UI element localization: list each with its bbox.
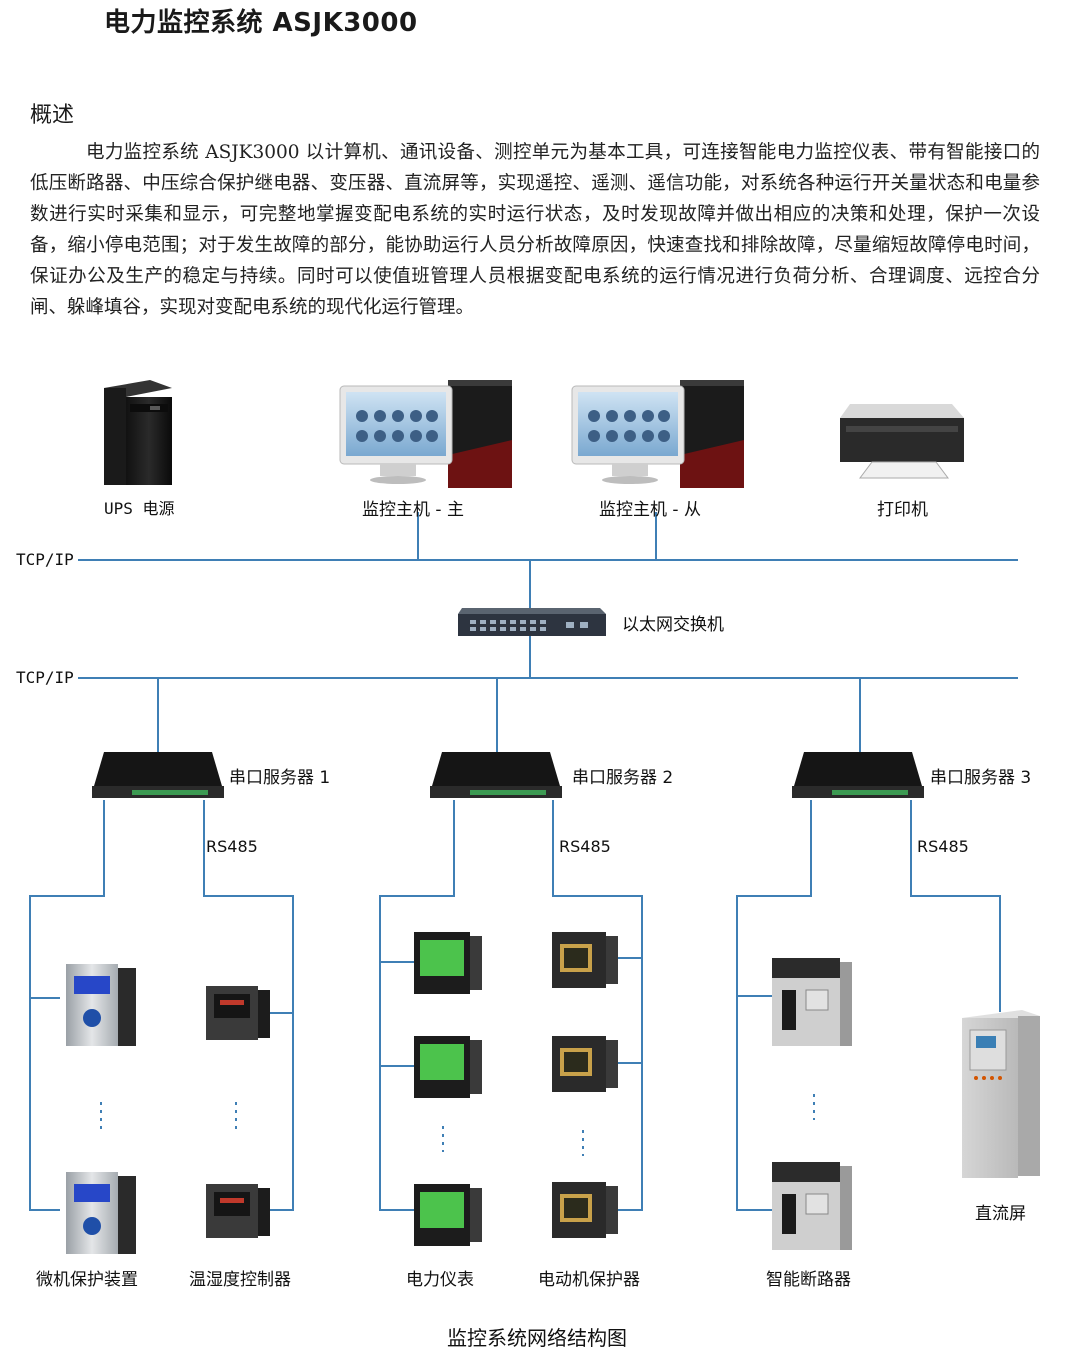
- switch-label: 以太网交换机: [622, 615, 724, 635]
- temp-humidity-controller-icon: [206, 1184, 270, 1238]
- intelligent-breaker-icon: [772, 1162, 852, 1250]
- connection-lines: [29, 512, 1018, 1211]
- ups-label: UPS 电源: [104, 499, 175, 518]
- dc-panel-icon: [962, 1010, 1040, 1178]
- dc-panel-label: 直流屏: [975, 1204, 1026, 1224]
- serial-server-2-label: 串口服务器 2: [572, 768, 674, 788]
- overview-paragraph: 电力监控系统 ASJK3000 以计算机、通讯设备、测控单元为基本工具，可连接智…: [30, 142, 1040, 318]
- rs485-label-1: RS485: [206, 837, 258, 856]
- motor-protector-label: 电动机保护器: [538, 1270, 640, 1290]
- motor-protector-icon: [552, 932, 618, 988]
- motor-protector-icon: [552, 1036, 618, 1092]
- rs485-label-2: RS485: [559, 837, 611, 856]
- monitoring-host-main-icon: [339, 380, 512, 488]
- host-slave-label: 监控主机 - 从: [599, 500, 701, 520]
- diagram-caption: 监控系统网络结构图: [447, 1326, 627, 1350]
- power-meter-icon: [414, 1036, 482, 1098]
- breaker-label: 智能断路器: [766, 1270, 851, 1290]
- monitoring-host-slave-icon: [571, 380, 744, 488]
- tcpip-label-top: TCP/IP: [16, 550, 74, 569]
- power-meter-icon: [414, 1184, 482, 1246]
- ups-icon: [104, 380, 172, 485]
- protection-device-label: 微机保护装置: [36, 1270, 138, 1290]
- serial-server-3-label: 串口服务器 3: [930, 768, 1032, 788]
- ethernet-switch-icon: [458, 608, 606, 636]
- tcpip-label-bottom: TCP/IP: [16, 668, 74, 687]
- serial-server-2-icon: [430, 752, 562, 798]
- serial-server-1-label: 串口服务器 1: [229, 768, 331, 788]
- host-main-label: 监控主机 - 主: [362, 500, 464, 520]
- overview-heading: 概述: [30, 103, 75, 128]
- power-meter-label: 电力仪表: [406, 1270, 474, 1290]
- serial-server-3-icon: [792, 752, 924, 798]
- printer-label: 打印机: [877, 500, 928, 520]
- serial-server-1-icon: [92, 752, 224, 798]
- temp-humidity-controller-icon: [206, 986, 270, 1040]
- page-title: 电力监控系统 ASJK3000: [104, 8, 418, 38]
- intelligent-breaker-icon: [772, 958, 852, 1046]
- rs485-label-3: RS485: [917, 837, 969, 856]
- continuation-dots: [100, 1094, 815, 1156]
- motor-protector-icon: [552, 1182, 618, 1238]
- printer-icon: [840, 404, 964, 479]
- power-meter-icon: [414, 932, 482, 994]
- protection-device-icon: [66, 1172, 136, 1254]
- temp-humidity-label: 温湿度控制器: [189, 1270, 291, 1290]
- protection-device-icon: [66, 964, 136, 1046]
